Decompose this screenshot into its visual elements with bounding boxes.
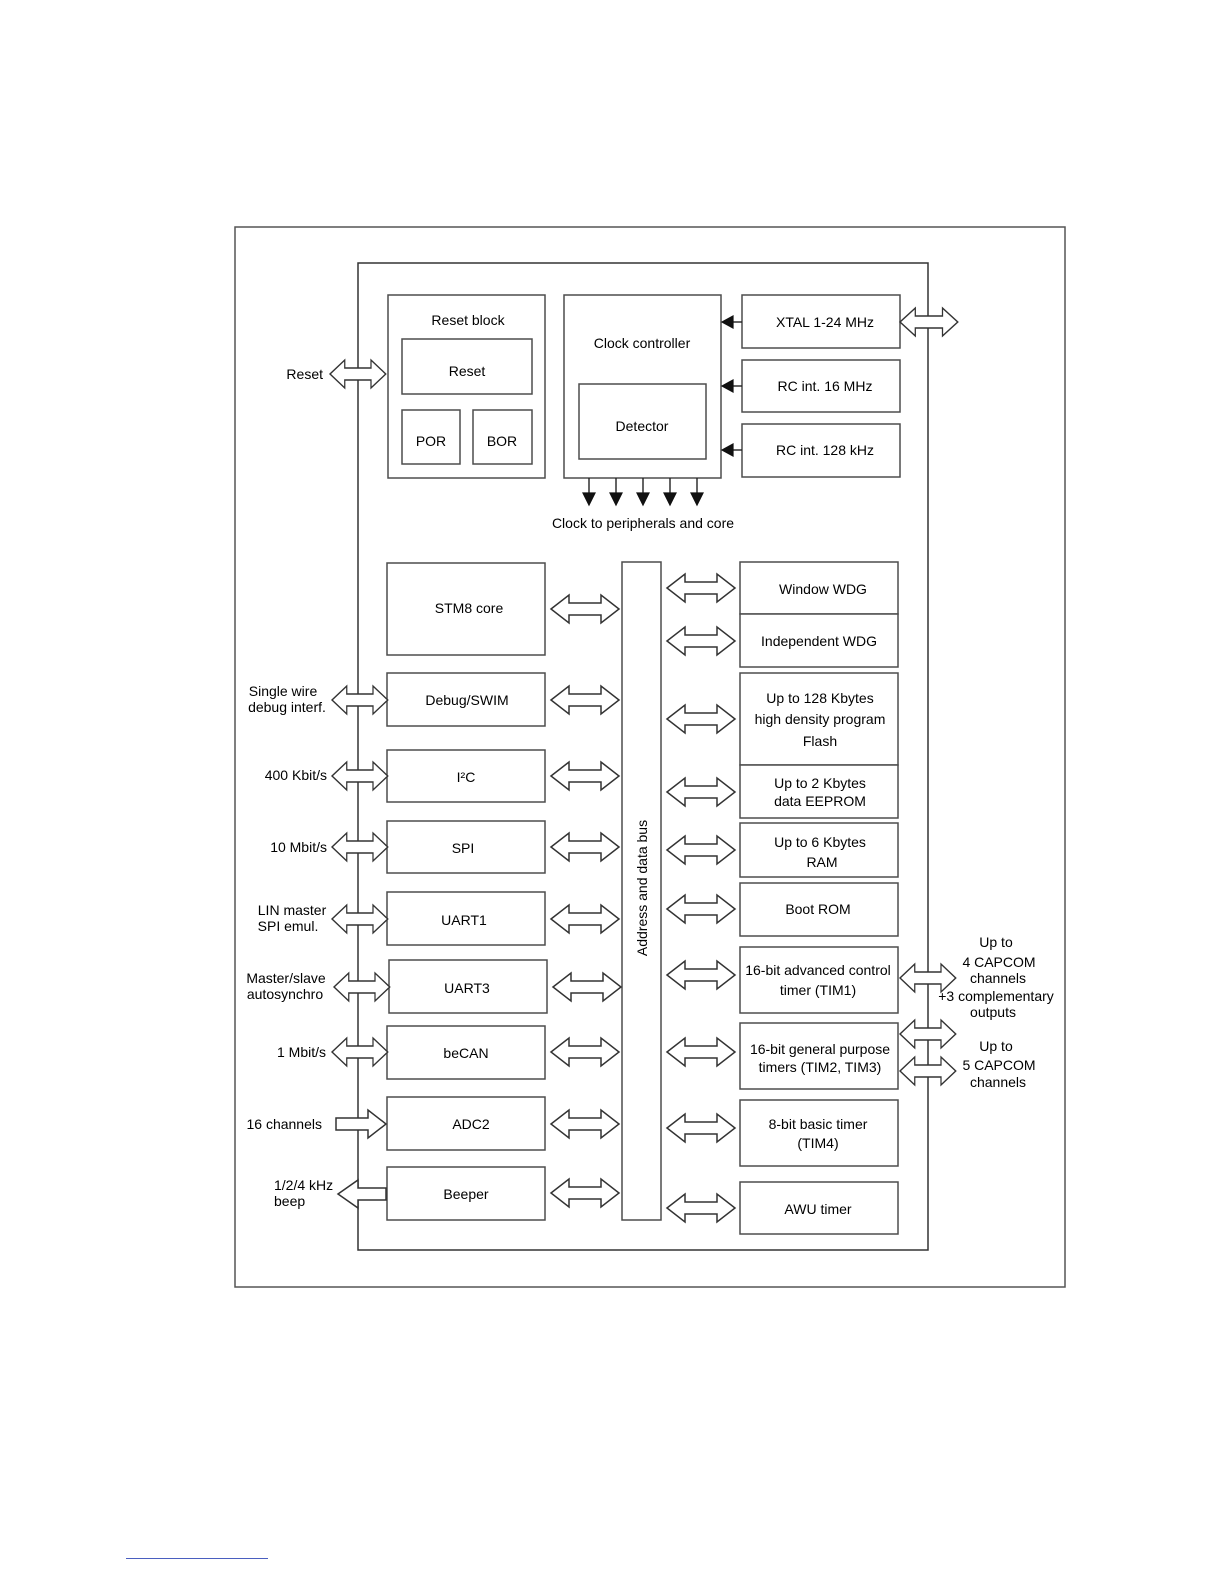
clock-source-rc16: RC int. 16 MHz (778, 378, 873, 394)
clock-controller-label: Clock controller (594, 335, 691, 351)
beep-pin-label-2: beep (274, 1193, 305, 1209)
bus-label: Address and data bus (634, 820, 650, 956)
beep-pin-label-1: 1/2/4 kHz (274, 1177, 333, 1193)
chip-outline (357, 262, 929, 1251)
flash-label-3: Flash (803, 733, 837, 749)
becan-label: beCAN (443, 1045, 488, 1061)
bor-label: BOR (487, 433, 517, 449)
ram-label-2: RAM (806, 854, 837, 870)
debug-swim-label: Debug/SWIM (425, 692, 508, 708)
i2c-label: I²C (457, 769, 476, 785)
xtal-external-arrow (899, 307, 959, 337)
eeprom-label-1: Up to 2 Kbytes (774, 775, 866, 791)
clock-output-arrows (582, 478, 704, 507)
clock-controller-block: Clock controller Detector (563, 294, 722, 479)
flash-label-2: high density program (755, 711, 886, 727)
left-peripherals: STM8 core Debug/SWIM I²C SPI UART1 UART3… (386, 562, 548, 1221)
right-peripherals: Window WDG Independent WDG Up to 128 Kby… (739, 561, 899, 1235)
tim23-pin-label-2: 5 CAPCOM (962, 1057, 1035, 1073)
clock-output-label: Clock to peripherals and core (552, 515, 734, 531)
address-data-bus: Address and data bus (621, 561, 662, 1221)
boot-rom-label: Boot ROM (785, 901, 850, 917)
tim1-label-1: 16-bit advanced control (745, 962, 891, 978)
tim1-pin-label-1: Up to (979, 934, 1013, 950)
awu-timer-label: AWU timer (784, 1201, 851, 1217)
uart3-pin-label-1: Master/slave (246, 970, 326, 986)
uart3-pin-label-2: autosynchro (247, 986, 323, 1002)
por-label: POR (416, 433, 446, 449)
beeper-label: Beeper (443, 1186, 488, 1202)
spi-label: SPI (452, 840, 475, 856)
spi-pin-label: 10 Mbit/s (270, 839, 327, 855)
ram-label-1: Up to 6 Kbytes (774, 834, 866, 850)
swim-pin-label-2: debug interf. (248, 699, 326, 715)
tim23-label-1: 16-bit general purpose (750, 1041, 890, 1057)
uart1-pin-label-1: LIN master (258, 902, 327, 918)
tim1-pin-label-2: 4 CAPCOM (962, 954, 1035, 970)
uart1-label: UART1 (441, 912, 487, 928)
eeprom-label-2: data EEPROM (774, 793, 866, 809)
left-pin-arrows (329, 359, 391, 1210)
left-bus-arrows (550, 594, 622, 1208)
tim1-pin-label-5: outputs (970, 1004, 1016, 1020)
window-wdg-label: Window WDG (779, 581, 867, 597)
uart1-pin-label-2: SPI emul. (258, 918, 319, 934)
tim1-label-2: timer (TIM1) (780, 982, 856, 998)
independent-wdg-label: Independent WDG (761, 633, 877, 649)
tim4-label-2: (TIM4) (797, 1135, 838, 1151)
swim-pin-label-1: Single wire (249, 683, 318, 699)
clock-source-rc128: RC int. 128 kHz (776, 442, 874, 458)
stm8-core-label: STM8 core (435, 600, 504, 616)
tim1-pin-label-3: channels (970, 970, 1026, 986)
detector-label: Detector (616, 418, 669, 434)
adc2-label: ADC2 (452, 1116, 490, 1132)
tim23-label-2: timers (TIM2, TIM3) (759, 1059, 882, 1075)
reset-pin-label: Reset (286, 366, 323, 382)
adc-pin-label: 16 channels (246, 1116, 322, 1132)
tim23-pin-label-1: Up to (979, 1038, 1013, 1054)
tim23-pin-label-3: channels (970, 1074, 1026, 1090)
clock-source-xtal: XTAL 1-24 MHz (776, 314, 874, 330)
reset-block: Reset block Reset POR BOR (387, 294, 546, 479)
can-pin-label: 1 Mbit/s (277, 1044, 326, 1060)
uart3-label: UART3 (444, 980, 490, 996)
figure-frame (234, 226, 1066, 1288)
reset-block-title: Reset block (431, 312, 505, 328)
reset-box-label: Reset (449, 363, 486, 379)
i2c-pin-label: 400 Kbit/s (265, 767, 327, 783)
flash-label-1: Up to 128 Kbytes (766, 690, 873, 706)
footer-rule (126, 1558, 268, 1559)
clock-sources: XTAL 1-24 MHz RC int. 16 MHz RC int. 128… (720, 294, 901, 478)
right-bus-arrows (666, 573, 736, 1223)
tim4-label-1: 8-bit basic timer (769, 1116, 868, 1132)
tim1-pin-label-4: +3 complementary (938, 988, 1054, 1004)
